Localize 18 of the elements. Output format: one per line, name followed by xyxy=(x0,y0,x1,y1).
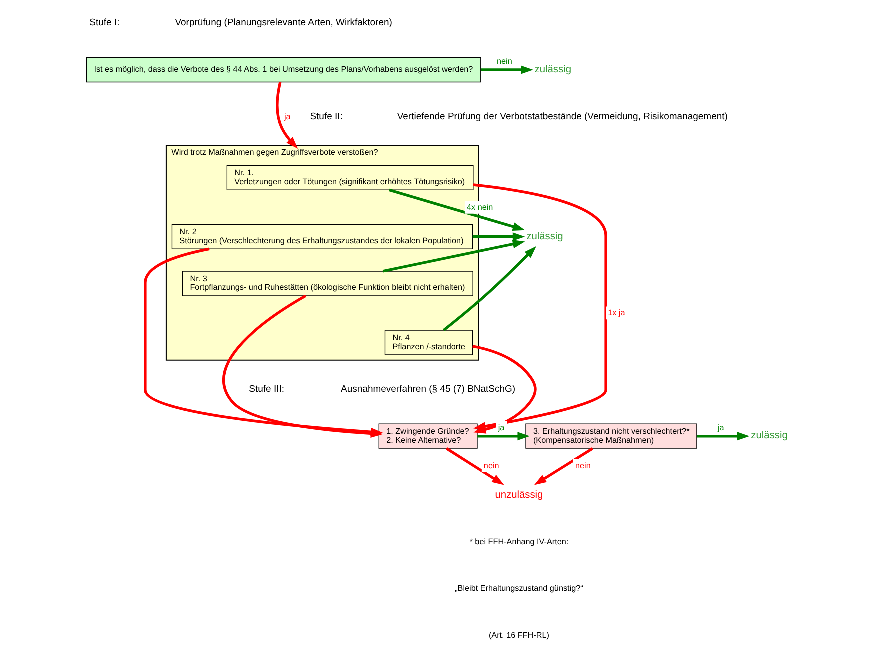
node-text: zulässig xyxy=(534,64,571,76)
node-text: zulässig xyxy=(750,430,788,442)
label: Stufe I: xyxy=(89,18,120,29)
arrow xyxy=(382,240,525,273)
label: Ausnahmeverfahren (§ 45 (7) BNatSchG) xyxy=(340,384,516,396)
label: Vertiefende Prüfung der Verbotstatbestände (Vermeidung, Risikomanagement) xyxy=(396,111,728,122)
arrow xyxy=(442,246,536,332)
node-text: zulässig xyxy=(526,231,563,242)
node-text: unzulässig xyxy=(494,490,543,501)
arrow xyxy=(388,188,525,231)
arrow xyxy=(472,232,525,242)
arrow xyxy=(696,432,750,441)
label: Vorprüfung (Planungsrelevante Arten, Wirkfaktoren) xyxy=(174,18,392,29)
arrow xyxy=(477,432,530,441)
arrow xyxy=(480,66,533,74)
label: Stufe II: xyxy=(310,111,342,122)
label: Stufe III: xyxy=(248,384,284,396)
arrow xyxy=(276,82,298,149)
